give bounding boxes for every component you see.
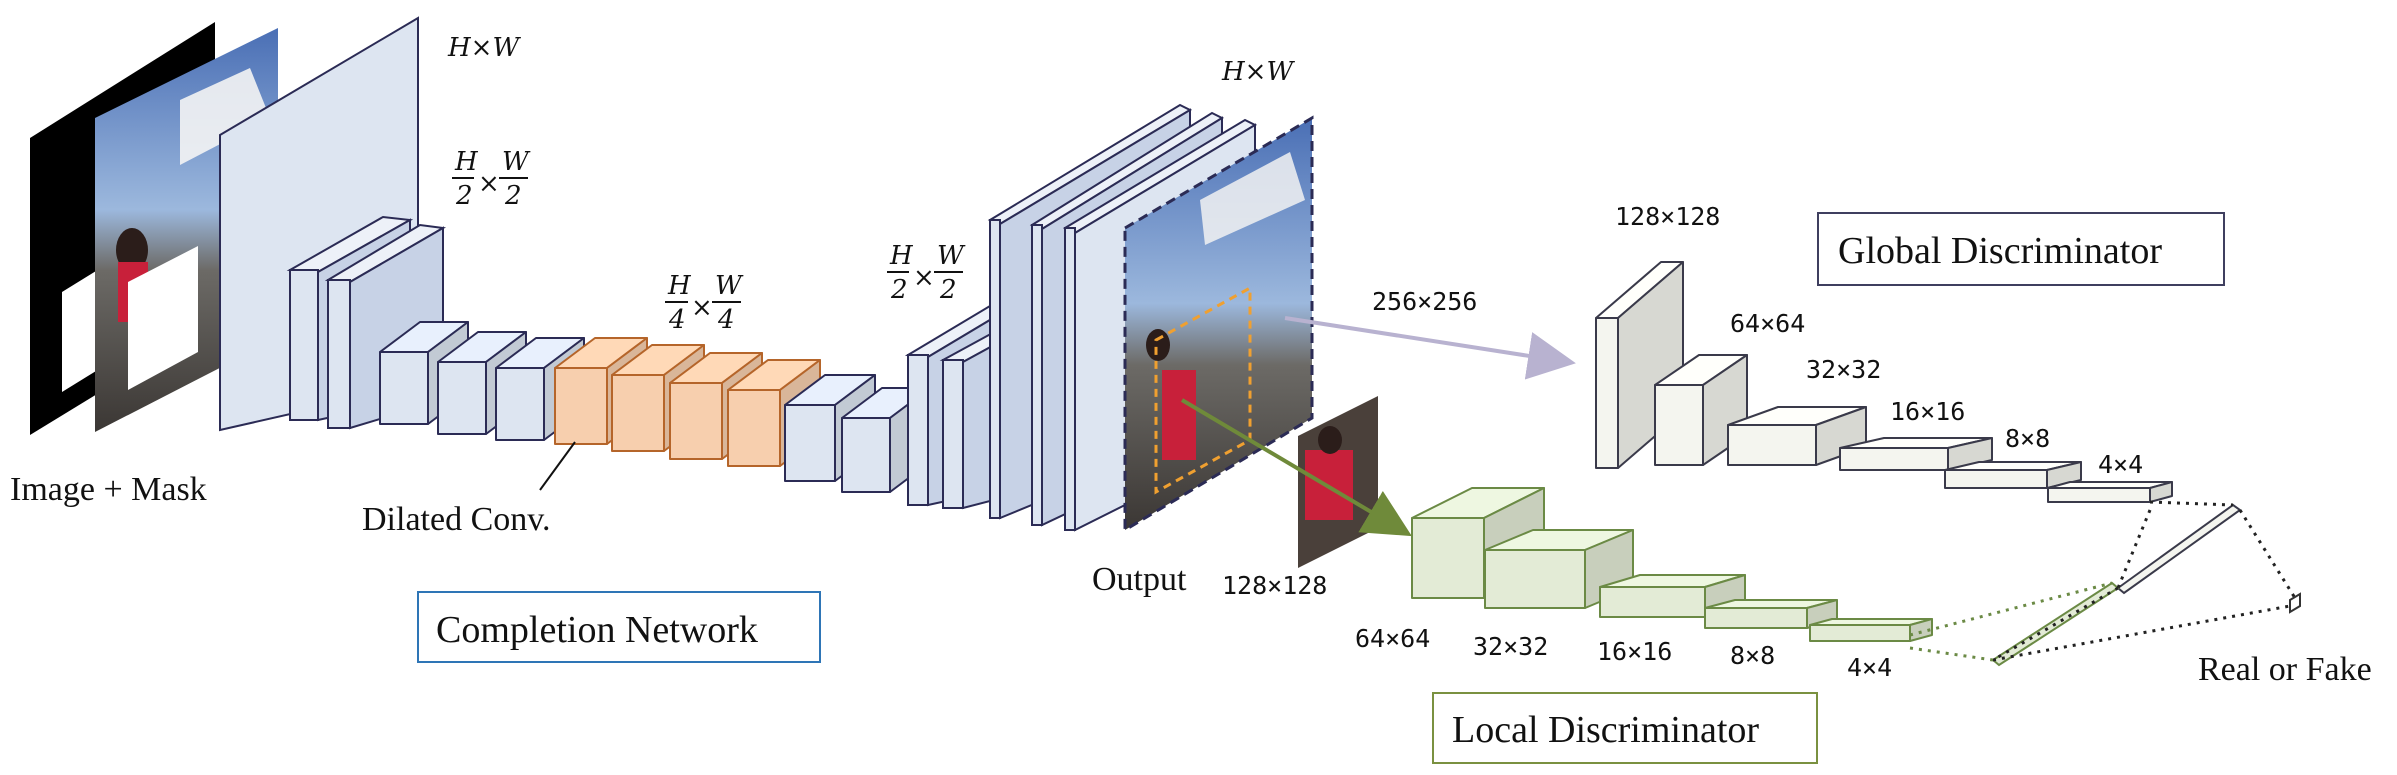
svg-text:W: W: [937, 241, 966, 271]
svg-text:2: 2: [504, 181, 522, 211]
svg-text:W: W: [715, 271, 744, 301]
dilated-pointer: [539, 441, 576, 491]
global-layer-size-2: 64×64: [1730, 309, 1805, 338]
real-or-fake-label: Real or Fake: [2198, 651, 2372, 688]
local-layer-size-3: 16×16: [1597, 637, 1672, 666]
local-input-size-label: 128×128: [1222, 571, 1327, 600]
global-fc-layer: [2116, 503, 2242, 595]
global-layer-size-4: 16×16: [1890, 397, 1965, 426]
local-discriminator-title: Local Discriminator: [1452, 709, 1759, 751]
svg-text:2: 2: [455, 181, 473, 211]
dilated-conv-label: Dilated Conv.: [362, 501, 551, 538]
output-label: Output: [1092, 561, 1187, 598]
input-label: Image + Mask: [10, 471, 207, 508]
svg-text:2: 2: [939, 275, 957, 305]
global-conv-layer-2: [1654, 354, 1748, 466]
global-layer-size-6: 4×4: [2098, 450, 2143, 479]
svg-text:×: ×: [913, 263, 935, 293]
local-layer-size-2: 32×32: [1473, 632, 1548, 661]
completion-mid-blocks: [379, 321, 931, 493]
size-label-quarter: H 4 × W 4: [665, 271, 744, 335]
svg-text:W: W: [502, 147, 531, 177]
local-layer-size-4: 8×8: [1730, 641, 1775, 670]
local-conv-layer-4: [1704, 599, 1838, 629]
svg-text:H: H: [667, 271, 692, 301]
global-conv-layer-6: [2047, 481, 2173, 503]
global-layer-size-1: 128×128: [1615, 202, 1720, 231]
global-discriminator-box: Global Discriminator: [1817, 212, 2225, 286]
local-layer-size-5: 4×4: [1847, 653, 1892, 682]
global-layer-size-5: 8×8: [2005, 424, 2050, 453]
size-label-hw-in: H×W: [447, 33, 521, 63]
output-image: [1123, 115, 1314, 533]
svg-text:4: 4: [668, 305, 686, 335]
svg-text:4: 4: [717, 305, 735, 335]
connector-lines: [1992, 500, 2297, 662]
local-conv-layer-5: [1809, 618, 1933, 642]
svg-text:×: ×: [691, 293, 713, 323]
svg-text:2: 2: [890, 275, 908, 305]
global-arrow: [1284, 316, 1576, 380]
local-connector-lines: [1909, 581, 2113, 662]
svg-text:H: H: [454, 147, 479, 177]
local-conv-layer-2: [1484, 529, 1634, 609]
size-label-half-up: H 2 × W 2: [887, 241, 966, 305]
size-label-half: H 2 × W 2: [452, 147, 531, 211]
completion-network-box: Completion Network: [417, 591, 821, 663]
local-size-labels: 64×64 32×32 16×16 8×8 4×4: [1355, 624, 1892, 682]
completion-encoder-block-2: [324, 223, 447, 430]
global-input-size-label: 256×256: [1372, 287, 1477, 316]
svg-text:H: H: [889, 241, 914, 271]
svg-text:×: ×: [478, 169, 500, 199]
global-conv-layer-5: [1944, 461, 2082, 489]
local-arrow: [1180, 398, 1412, 537]
local-layer-size-1: 64×64: [1355, 624, 1430, 653]
local-discriminator-box: Local Discriminator: [1432, 692, 1818, 764]
global-discriminator-title: Global Discriminator: [1838, 230, 2162, 272]
output-node: [2289, 592, 2301, 614]
local-crop-image: [1298, 396, 1378, 568]
global-layer-size-3: 32×32: [1806, 355, 1881, 384]
global-discriminator-layers: [1595, 261, 2173, 503]
local-discriminator-layers: [1411, 487, 1933, 642]
size-label-hw-out: H×W: [1221, 57, 1295, 87]
completion-network-title: Completion Network: [436, 609, 758, 651]
